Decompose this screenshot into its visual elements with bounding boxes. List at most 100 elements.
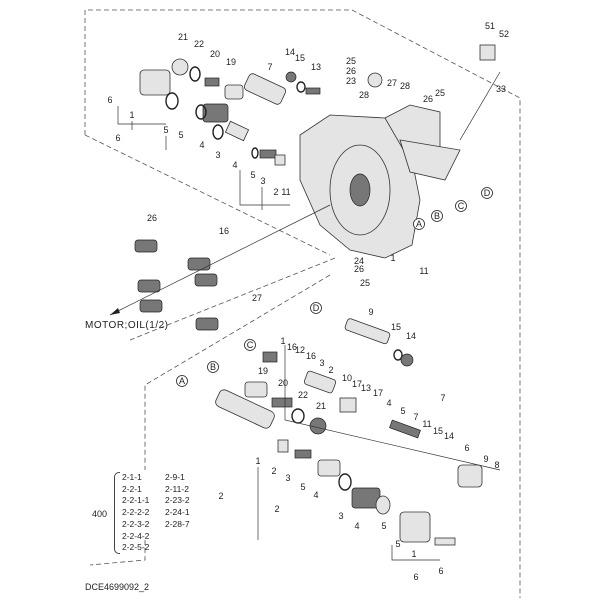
- part-number-callout: 3: [285, 473, 290, 483]
- part-number-callout: 10: [342, 373, 352, 383]
- part-number-callout: 21: [178, 32, 188, 42]
- part-number-callout: 25: [435, 88, 445, 98]
- part-number-callout: 17: [373, 388, 383, 398]
- part-number-callout: 4: [313, 490, 318, 500]
- part-number-callout: 3: [319, 358, 324, 368]
- callout-circle: [481, 187, 493, 199]
- part-number-callout: 20: [210, 49, 220, 59]
- motor-oil-label: MOTOR;OIL(1/2): [85, 320, 169, 331]
- part-number-callout: 2: [274, 504, 279, 514]
- part-number-callout: 6: [438, 566, 443, 576]
- part-number-callout: 3: [215, 150, 220, 160]
- kit-item: 2-2-1-1: [122, 495, 150, 506]
- part-number-callout: 5: [178, 130, 183, 140]
- connection-marker-b: B: [434, 211, 440, 221]
- part-number-callout: 2: [271, 466, 276, 476]
- part-number-callout: 7: [413, 412, 418, 422]
- part-number-callout: 5: [395, 539, 400, 549]
- part-number-callout: 5: [381, 521, 386, 531]
- part-number-callout: 8: [494, 460, 499, 470]
- part-number-callout: 16: [287, 342, 297, 352]
- connection-marker-b: B: [210, 362, 216, 372]
- upper-components: [139, 44, 501, 166]
- part-number-callout: 2: [218, 491, 223, 501]
- part-number-callout: 13: [361, 383, 371, 393]
- part-number-callout: 25: [346, 56, 356, 66]
- connection-marker-c: C: [247, 340, 254, 350]
- leader-line: [239, 170, 290, 206]
- part-number-callout: 14: [444, 431, 454, 441]
- callout-circle: [176, 375, 188, 387]
- kit-item: 2-24-1: [165, 507, 190, 518]
- kit-bracket: [114, 472, 120, 554]
- part-number-callout: 19: [226, 57, 236, 67]
- connection-marker-d: D: [313, 303, 320, 313]
- part-number-callout: 17: [352, 379, 362, 389]
- part-number-callout: 1: [390, 253, 395, 263]
- callout-circle: [413, 218, 425, 230]
- connection-marker-a: A: [179, 376, 185, 386]
- part-number-callout: 1: [129, 110, 134, 120]
- callout-circle: [207, 361, 219, 373]
- drawing-id: DCE4699092_2: [85, 582, 150, 592]
- part-number-callout: 5: [163, 125, 168, 135]
- part-number-callout: 33: [496, 84, 506, 94]
- part-number-callout: 7: [440, 393, 445, 403]
- callout-circle: [455, 200, 467, 212]
- part-number-callout: 6: [464, 443, 469, 453]
- part-number-callout: 4: [232, 160, 237, 170]
- part-number-callout: 4: [386, 398, 391, 408]
- part-number-callout: 26: [147, 213, 157, 223]
- part-number-callout: 3: [260, 176, 265, 186]
- springs-group: [109, 204, 331, 331]
- part-number-callout: 1: [411, 549, 416, 559]
- part-number-callout: 6: [107, 95, 112, 105]
- part-number-callout: 5: [300, 482, 305, 492]
- part-number-callout: 5: [250, 170, 255, 180]
- part-number-callout: 51: [485, 21, 495, 31]
- part-number-callout: 16: [306, 351, 316, 361]
- part-number-callout: 3: [338, 511, 343, 521]
- part-number-callout: 28: [359, 90, 369, 100]
- part-number-callout: 23: [346, 76, 356, 86]
- kit-item: 2-2-4-2: [122, 530, 150, 541]
- part-number-callout: 24: [354, 256, 364, 266]
- part-number-callout: 4: [199, 140, 204, 150]
- part-number-callout: 12: [295, 345, 305, 355]
- part-number-callout: 4: [354, 521, 359, 531]
- part-number-callout: 1: [280, 336, 285, 346]
- part-number-callout: 15: [391, 322, 401, 332]
- part-number-callout: 21: [316, 401, 326, 411]
- part-number-callout: 28: [400, 81, 410, 91]
- kit-item: 2-2-3-2: [122, 518, 150, 529]
- callout-circle: [431, 210, 443, 222]
- part-number-callout: 52: [499, 29, 509, 39]
- part-number-callout: 5: [400, 406, 405, 416]
- lower-components: [215, 318, 483, 546]
- kit-item: 2-9-1: [165, 472, 185, 482]
- kit-item: 2-2-2-2: [122, 507, 150, 518]
- part-number-callout: 14: [285, 47, 295, 57]
- leader-lines: [117, 106, 501, 561]
- part-number-callout: 7: [267, 62, 272, 72]
- callout-circle: [310, 302, 322, 314]
- callout-circle: [244, 339, 256, 351]
- kit-item: 2-2-1: [122, 483, 142, 494]
- part-number-callout: 27: [387, 78, 397, 88]
- part-number-callout: 19: [258, 366, 268, 376]
- part-number-callout: 6: [413, 572, 418, 582]
- leader-line: [391, 545, 440, 561]
- kit-item: 2-23-2: [165, 495, 190, 506]
- part-number-callout: 15: [433, 426, 443, 436]
- kit-item: 2-1-1: [122, 472, 142, 482]
- part-number-callout: 27: [252, 293, 262, 303]
- part-number-callout: 9: [483, 454, 488, 464]
- part-number-callout: 25: [360, 278, 370, 288]
- part-number-callout: 6: [115, 133, 120, 143]
- part-number-callout: 16: [219, 226, 229, 236]
- part-number-callout: 26: [354, 264, 364, 274]
- part-number-callout: 1: [255, 456, 260, 466]
